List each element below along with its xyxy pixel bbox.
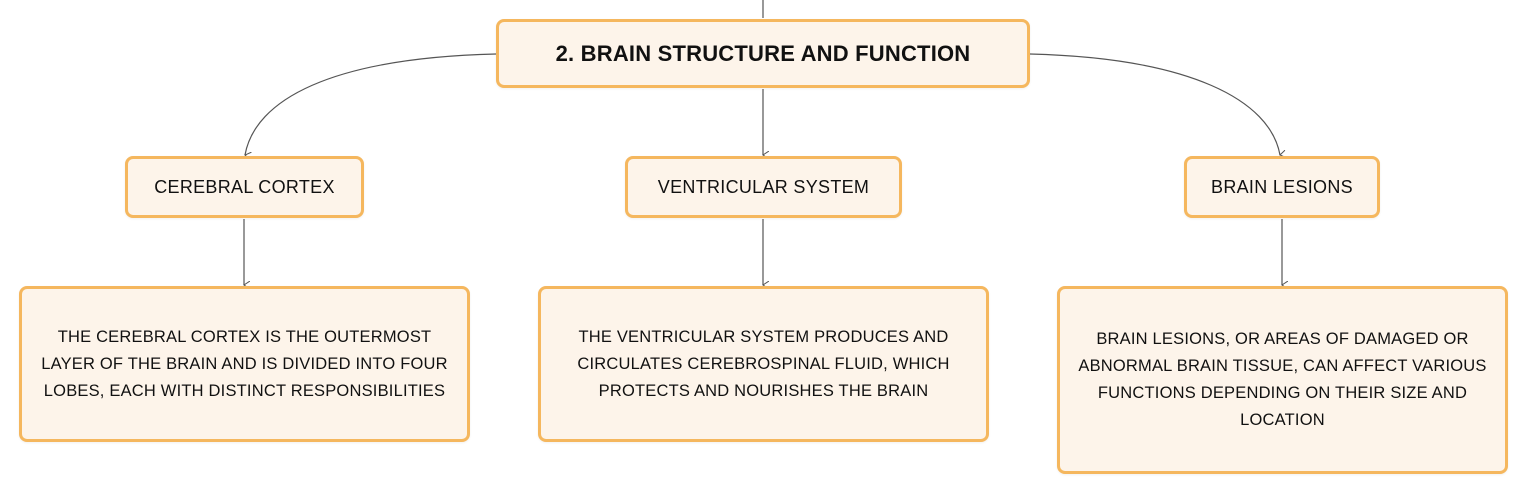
connector-root-to-brain-lesions bbox=[1029, 53, 1280, 155]
root-topic-node[interactable]: 2. BRAIN STRUCTURE AND FUNCTION bbox=[496, 19, 1030, 88]
topic-node-cerebral-cortex[interactable]: CEREBRAL CORTEX bbox=[125, 156, 364, 218]
topic-label: BRAIN LESIONS bbox=[1211, 176, 1353, 197]
detail-text: BRAIN LESIONS, OR AREAS OF DAMAGED OR AB… bbox=[1078, 330, 1487, 429]
detail-node-ventricular-system[interactable]: THE VENTRICULAR SYSTEM PRODUCES AND CIRC… bbox=[538, 286, 989, 442]
detail-node-cerebral-cortex[interactable]: THE CEREBRAL CORTEX IS THE OUTERMOST LAY… bbox=[19, 286, 470, 442]
topic-label: CEREBRAL CORTEX bbox=[154, 176, 335, 197]
detail-text: THE CEREBRAL CORTEX IS THE OUTERMOST LAY… bbox=[41, 327, 448, 400]
root-topic-label: 2. BRAIN STRUCTURE AND FUNCTION bbox=[555, 40, 971, 66]
detail-text: THE VENTRICULAR SYSTEM PRODUCES AND CIRC… bbox=[577, 327, 950, 400]
topic-label: VENTRICULAR SYSTEM bbox=[657, 176, 870, 197]
topic-node-brain-lesions[interactable]: BRAIN LESIONS bbox=[1184, 156, 1380, 218]
topic-node-ventricular-system[interactable]: VENTRICULAR SYSTEM bbox=[625, 156, 902, 218]
connector-root-to-cerebral-cortex bbox=[245, 53, 497, 155]
detail-node-brain-lesions[interactable]: BRAIN LESIONS, OR AREAS OF DAMAGED OR AB… bbox=[1057, 286, 1508, 474]
